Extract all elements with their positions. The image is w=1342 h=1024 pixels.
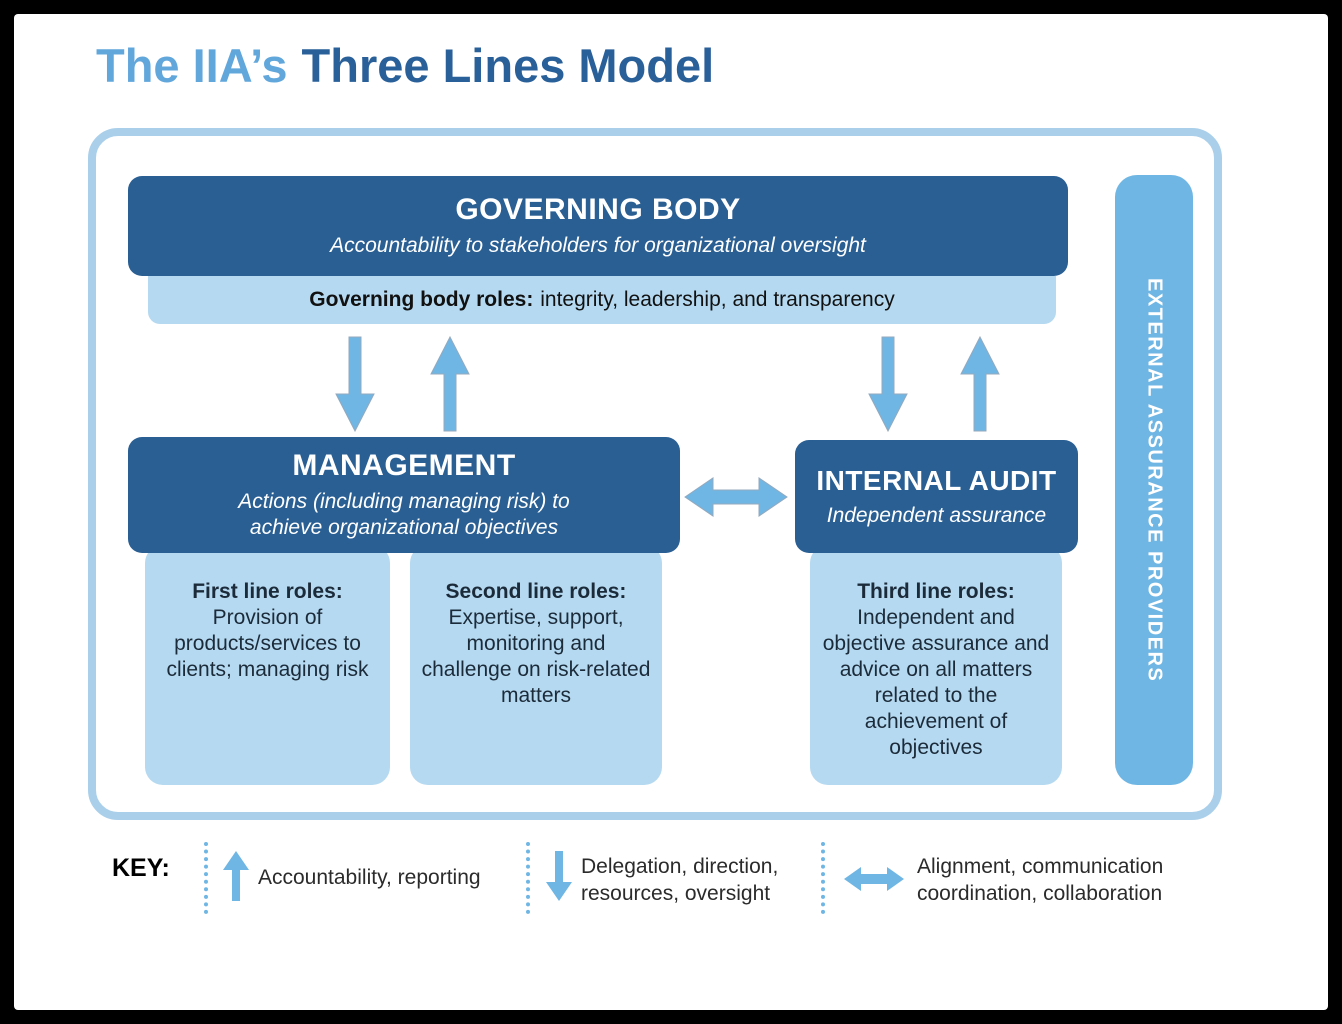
- title-light-part: The IIA’s: [96, 39, 288, 92]
- up-arrow-icon: [222, 850, 250, 907]
- key-separator: [821, 842, 825, 914]
- up-arrow-icon: [958, 336, 1002, 432]
- title-dark-part: Three Lines Model: [301, 39, 715, 92]
- key-label: KEY:: [112, 854, 170, 882]
- governing-body-subtitle: Accountability to stakeholders for organ…: [330, 234, 866, 257]
- key-item-delegation: Delegation, direction,resources, oversig…: [581, 855, 779, 905]
- first-line-roles-box: First line roles: Provision of products/…: [145, 545, 390, 785]
- external-assurance-providers-label: EXTERNAL ASSURANCE PROVIDERS: [1143, 277, 1166, 683]
- key-separator: [204, 842, 208, 914]
- first-line-roles-body: Provision of products/services to client…: [166, 606, 369, 681]
- second-line-roles-box: Second line roles: Expertise, support, m…: [410, 545, 662, 785]
- governing-roles-label: Governing body roles:: [309, 288, 534, 311]
- up-arrow-icon: [428, 336, 472, 432]
- governing-roles-text: integrity, leadership, and transparency: [540, 288, 895, 311]
- double-arrow-icon: [684, 474, 788, 520]
- first-line-roles-heading: First line roles:: [192, 580, 343, 603]
- down-arrow-icon: [866, 336, 910, 432]
- third-line-roles-box: Third line roles: Independent and object…: [810, 545, 1062, 785]
- down-arrow-icon: [545, 850, 573, 907]
- internal-audit-box: INTERNAL AUDIT Independent assurance: [795, 440, 1078, 553]
- second-line-roles-heading: Second line roles:: [445, 580, 627, 603]
- management-box: MANAGEMENT Actions (including managing r…: [128, 437, 680, 553]
- second-line-roles-body: Expertise, support, monitoring and chall…: [421, 606, 651, 707]
- internal-audit-title: INTERNAL AUDIT: [816, 464, 1057, 496]
- key-item-accountability: Accountability, reporting: [258, 866, 481, 889]
- management-subtitle: Actions (including managing risk) to ach…: [238, 490, 570, 539]
- third-line-roles-heading: Third line roles:: [857, 580, 1015, 603]
- governing-body-roles-strip: Governing body roles: integrity, leaders…: [148, 276, 1056, 324]
- double-arrow-icon: [843, 864, 905, 899]
- third-line-roles-body: Independent and objective assurance and …: [822, 606, 1050, 759]
- governing-body-title: GOVERNING BODY: [455, 193, 741, 226]
- internal-audit-subtitle: Independent assurance: [826, 503, 1047, 527]
- external-assurance-providers-bar: EXTERNAL ASSURANCE PROVIDERS: [1115, 175, 1193, 785]
- management-title: MANAGEMENT: [292, 449, 516, 482]
- down-arrow-icon: [333, 336, 377, 432]
- key-separator: [526, 842, 530, 914]
- governing-body-box: GOVERNING BODY Accountability to stakeho…: [128, 176, 1068, 276]
